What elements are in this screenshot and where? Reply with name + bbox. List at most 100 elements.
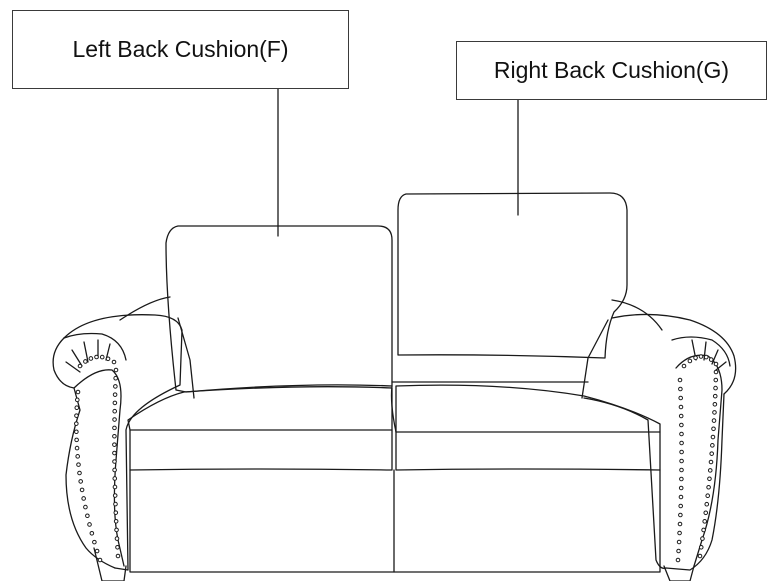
nailhead-stud [97, 557, 103, 563]
nailhead-stud [74, 429, 79, 435]
nailhead-stud [112, 433, 117, 439]
nailhead-stud [94, 548, 100, 554]
nailhead-stud [113, 384, 118, 389]
nailhead-stud [74, 421, 79, 426]
nailhead-stud [76, 462, 81, 467]
nailhead-stud [105, 356, 111, 362]
nailhead-stud [113, 375, 118, 381]
nailhead-stud [706, 484, 711, 490]
nailhead-stud [94, 354, 99, 360]
nailhead-stud [711, 418, 717, 423]
nailhead-stud [704, 501, 710, 507]
nailhead-stud [115, 553, 121, 559]
nailhead-stud [75, 389, 81, 395]
nailhead-stud [679, 476, 684, 482]
nailhead-stud [113, 367, 119, 373]
nailhead-stud [74, 413, 79, 418]
nailhead-stud [711, 426, 716, 432]
nailhead-stud [74, 397, 80, 403]
seat-cushions [127, 384, 661, 471]
nailhead-stud [697, 553, 703, 559]
nailhead-stud [677, 521, 683, 527]
callout-right-back-cushion: Right Back Cushion(G) [456, 41, 767, 100]
nailhead-stud [112, 459, 117, 464]
nailhead-stud [698, 544, 704, 550]
nailhead-stud [112, 450, 117, 456]
sofa-base [129, 469, 661, 573]
nailhead-stud [707, 476, 712, 482]
nailhead-stud [112, 392, 118, 397]
nailhead-stud [112, 442, 117, 447]
left-arm [52, 314, 183, 581]
nailhead-stud [675, 557, 681, 563]
nailhead-stud [112, 400, 118, 406]
nailhead-stud [81, 496, 86, 501]
nailhead-stud [88, 356, 94, 361]
nailhead-stud [87, 522, 92, 527]
nailhead-stud [676, 539, 682, 545]
nailhead-stud [698, 354, 704, 359]
nailhead-stud [115, 544, 120, 550]
nailhead-stud [679, 449, 684, 455]
nailhead-stud [112, 425, 117, 431]
nailhead-stud [113, 510, 119, 515]
nailhead-stud [700, 536, 705, 541]
nailhead-stud [77, 363, 83, 369]
nailhead-stud [114, 527, 119, 533]
nailhead-stud [705, 493, 710, 499]
nailhead-stud [114, 536, 120, 541]
nailhead-stud [678, 395, 684, 401]
nailhead-stud [112, 493, 118, 498]
nailhead-stud [679, 422, 684, 428]
nailhead-stud [112, 408, 117, 414]
nailhead-stud [79, 487, 85, 493]
nailhead-stud [712, 410, 717, 415]
nailhead-stud [111, 359, 117, 365]
nailhead-stud [702, 519, 707, 524]
nailhead-stud [112, 476, 118, 481]
nailhead-stud [693, 355, 698, 361]
nailhead-stud [676, 548, 681, 554]
callout-label-left: Left Back Cushion(F) [72, 36, 289, 62]
nailhead-stud [679, 467, 684, 473]
nailhead-stud [85, 513, 90, 519]
nailhead-stud [678, 503, 684, 509]
nailhead-stud [679, 431, 684, 437]
nailhead-stud [709, 451, 715, 456]
nailhead-stud [113, 501, 118, 507]
nailhead-stud [701, 527, 706, 533]
nailhead-stud [112, 467, 117, 473]
nailhead-stud [677, 377, 683, 383]
left-seat-cushion [127, 386, 393, 431]
nailhead-stud [713, 377, 719, 383]
nailhead-stud [678, 404, 684, 410]
nailhead-stud [687, 358, 693, 364]
nailhead-stud [678, 512, 683, 518]
sofa-back-frame [119, 296, 663, 399]
nailhead-stud [74, 405, 80, 411]
nailhead-stud [677, 530, 682, 536]
callout-label-right: Right Back Cushion(G) [493, 57, 730, 83]
nailhead-stud [78, 479, 83, 484]
nailhead-stud [708, 459, 714, 465]
nailhead-stud [681, 363, 687, 369]
nailhead-stud [708, 357, 714, 362]
nailhead-stud [707, 468, 713, 473]
nailhead-stud [112, 484, 118, 490]
nailhead-stud [83, 359, 88, 364]
nailhead-stud [678, 485, 684, 491]
nailhead-stud [713, 361, 719, 367]
nailhead-stud [678, 494, 684, 500]
nailhead-stud [710, 434, 716, 440]
right-seat-cushion [395, 384, 661, 433]
nailhead-stud [75, 454, 80, 459]
nailhead-stud [83, 504, 88, 510]
nailhead-stud [712, 401, 718, 407]
nailhead-stud [703, 354, 709, 360]
nailhead-stud [713, 369, 719, 375]
nailhead-stud [99, 354, 105, 360]
left-back-cushion [165, 225, 393, 393]
nailhead-stud [113, 518, 119, 524]
